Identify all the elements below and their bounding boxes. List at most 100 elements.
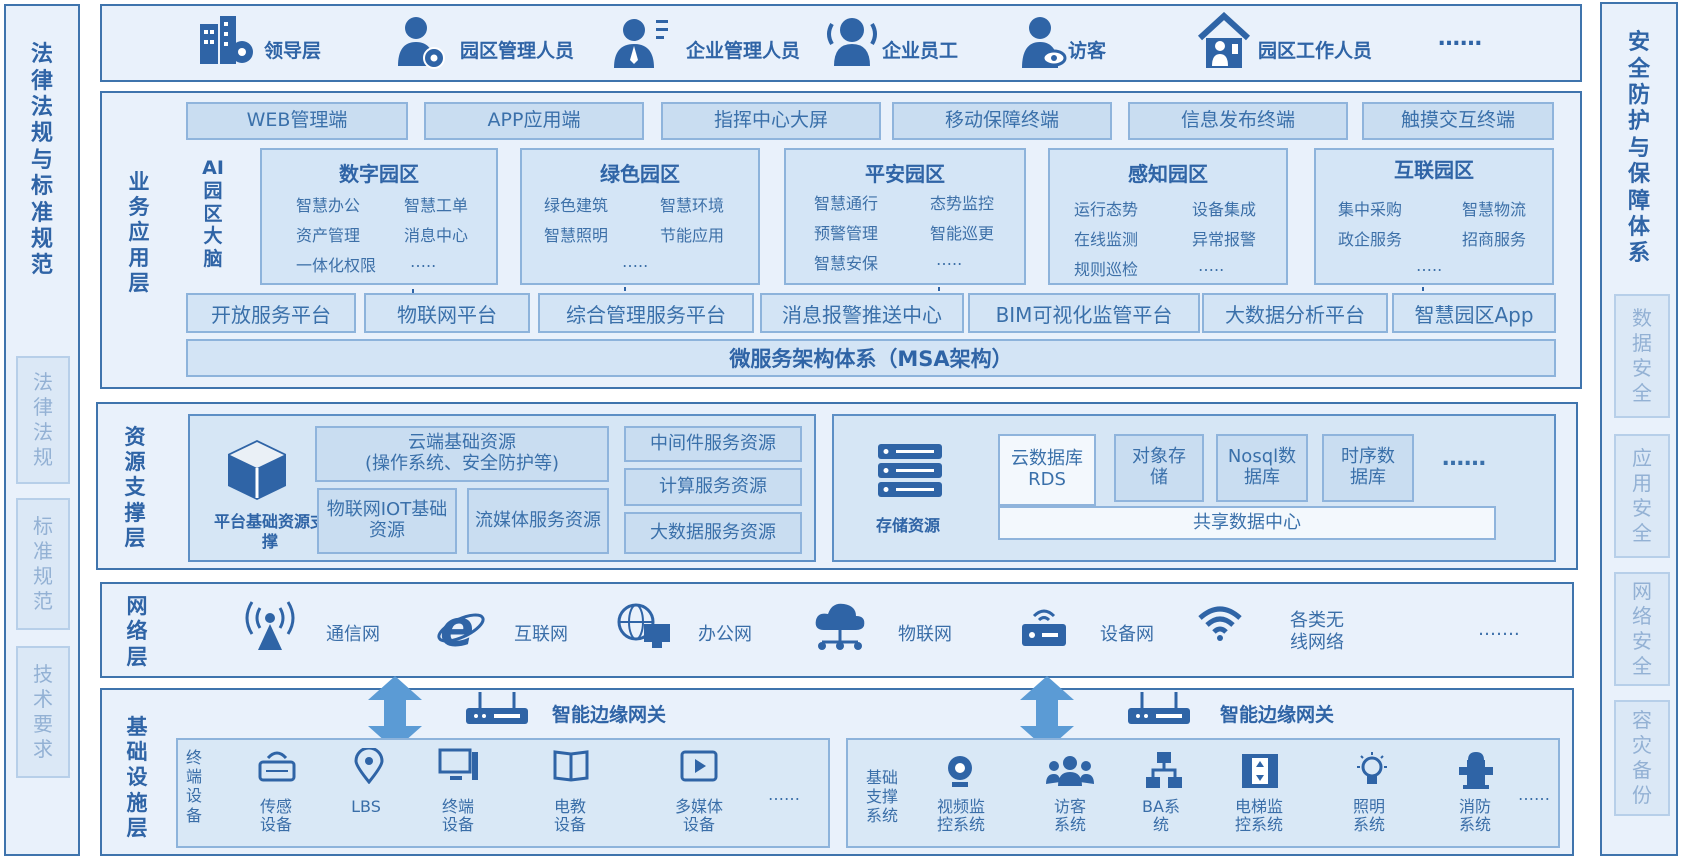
edge-gateway-left: 智能边缘网关 [552, 704, 667, 726]
ai-brain-label: AI园区大脑 [202, 157, 224, 271]
left-column-title: 法律法规与标准规范 [6, 36, 78, 286]
terminal-app: APP应用端 [424, 102, 644, 140]
msa-architecture: 微服务架构体系（MSA架构） [186, 339, 1556, 377]
module-safe-park: 平安园区 智慧通行 态势监控 预警管理 智能巡更 智慧安保 ….. [784, 148, 1026, 285]
right-item-app-security: 应用安全 [1614, 434, 1670, 558]
fire-hydrant-icon [1456, 750, 1496, 790]
cube-icon [224, 438, 290, 502]
terminals-more: …… [768, 785, 800, 804]
right-item-disaster-recovery: 容灾备份 [1614, 700, 1670, 816]
storage-timeseries: 时序数据库 [1322, 434, 1414, 502]
double-arrow-left [368, 676, 422, 750]
park-manager-icon [394, 14, 446, 70]
business-layer-title: 业务应用层 [128, 170, 150, 295]
visitors-icon [1044, 754, 1096, 788]
system-fire: 消防系统 [1458, 797, 1491, 835]
compute-resources: 计算服务资源 [624, 468, 802, 506]
user-row: 领导层 园区管理人员 企业管理人员 企业员工 访客 园区工作人员 …… [100, 4, 1582, 82]
user-enterprise-employee: 企业员工 [882, 40, 959, 62]
terminal-touch: 触摸交互终端 [1362, 102, 1554, 140]
infra-layer-title: 基础设施层 [126, 715, 148, 840]
streaming-resources: 流媒体服务资源 [467, 488, 609, 554]
lightbulb-icon [1354, 752, 1390, 790]
server-icon [876, 442, 944, 500]
storage-nosql: Nosql数据库 [1216, 434, 1308, 502]
left-title-text: 法律法规与标准规范 [30, 42, 53, 279]
connector-dot-4 [1422, 287, 1424, 291]
network-wireless: 各类无线网络 [1290, 610, 1344, 653]
module-green-park: 绿色园区 绿色建筑 智慧环境 智慧照明 节能应用 ….. [520, 148, 760, 285]
platform-park-app: 智慧园区App [1392, 293, 1556, 333]
wifi-icon [1196, 604, 1244, 642]
module-connected-park: 互联园区 集中采购 智慧物流 政企服务 招商服务 ….. [1314, 148, 1554, 285]
systems-more: …… [1518, 785, 1550, 804]
network-topology-icon [1144, 750, 1184, 790]
right-column-title: 安全防护与保障体系 [1627, 30, 1650, 267]
storage-rds: 云数据库RDS [998, 434, 1096, 506]
platform-iot: 物联网平台 [364, 293, 530, 333]
park-staff-icon [1196, 12, 1252, 70]
right-item-data-security: 数据安全 [1614, 294, 1670, 418]
connector-dot-2 [624, 287, 626, 291]
platform-resource-label: 平台基础资源支撑 [213, 512, 326, 551]
left-column: 法律法规与标准规范 法律法规 标准规范 技术要求 [4, 4, 80, 856]
user-leader: 领导层 [264, 40, 322, 62]
system-video: 视频监控系统 [936, 797, 985, 835]
platform-open-service: 开放服务平台 [186, 293, 356, 333]
desktop-terminal-icon [438, 748, 480, 784]
system-elevator: 电梯监控系统 [1234, 797, 1283, 835]
system-lighting: 照明系统 [1352, 797, 1385, 835]
storage-more: …… [1442, 446, 1486, 471]
router-icon [1020, 604, 1068, 648]
resource-layer-title: 资源支撑层 [124, 425, 146, 550]
platform-message-alarm: 消息报警推送中心 [760, 293, 964, 333]
elevator-icon [1240, 752, 1280, 790]
leader-icon [198, 14, 256, 68]
storage-object: 对象存储 [1114, 434, 1204, 502]
enterprise-manager-icon [612, 14, 670, 70]
video-play-icon [680, 748, 718, 784]
network-telecom: 通信网 [326, 624, 380, 645]
edge-gateway-left-icon [464, 690, 530, 728]
location-pin-icon [354, 748, 384, 784]
storage-label: 存储资源 [876, 516, 941, 535]
device-sensor: 传感设备 [259, 797, 292, 835]
cloud-network-icon [810, 600, 870, 652]
antenna-icon [242, 596, 298, 652]
visitor-icon [1020, 14, 1068, 70]
ie-icon: e [436, 602, 486, 652]
support-group-label: 基础支撑系统 [865, 768, 898, 826]
middleware-resources: 中间件服务资源 [624, 426, 802, 462]
platform-bim: BIM可视化监管平台 [968, 293, 1200, 333]
camera-icon [944, 754, 976, 790]
device-lbs: LBS [351, 797, 381, 816]
globe-computer-icon [616, 602, 672, 652]
network-iot: 物联网 [898, 624, 952, 645]
network-layer-title: 网络层 [126, 594, 148, 669]
cloud-basic-resources: 云端基础资源 (操作系统、安全防护等) [315, 426, 609, 482]
bigdata-resources: 大数据服务资源 [624, 512, 802, 554]
connector-dot-1 [412, 289, 414, 293]
system-visitor: 访客系统 [1053, 797, 1086, 835]
user-enterprise-manager: 企业管理人员 [686, 40, 801, 62]
network-office: 办公网 [698, 624, 752, 645]
left-item-laws: 法律法规 [16, 356, 70, 484]
user-more: …… [1438, 26, 1482, 51]
network-device: 设备网 [1100, 624, 1154, 645]
terminal-mobile: 移动保障终端 [892, 102, 1112, 140]
module-digital-park: 数字园区 智慧办公 智慧工单 资产管理 消息中心 一体化权限 ….. [260, 148, 498, 285]
connector-dot-3 [938, 287, 940, 291]
left-item-standards: 标准规范 [16, 498, 70, 630]
double-arrow-right [1020, 676, 1074, 750]
book-icon [552, 748, 590, 784]
platform-big-data: 大数据分析平台 [1202, 293, 1388, 333]
sensor-device-icon [258, 748, 296, 784]
terminal-info-release: 信息发布终端 [1128, 102, 1348, 140]
system-ba: BA系统 [1142, 797, 1180, 835]
right-column: 安全防护与保障体系 数据安全 应用安全 网络安全 容灾备份 [1600, 2, 1678, 856]
edge-gateway-right: 智能边缘网关 [1220, 704, 1335, 726]
iot-basic-resources: 物联网IOT基础资源 [317, 488, 457, 554]
user-park-staff: 园区工作人员 [1258, 40, 1373, 62]
network-more: ……. [1478, 619, 1520, 640]
right-item-network-security: 网络安全 [1614, 572, 1670, 686]
